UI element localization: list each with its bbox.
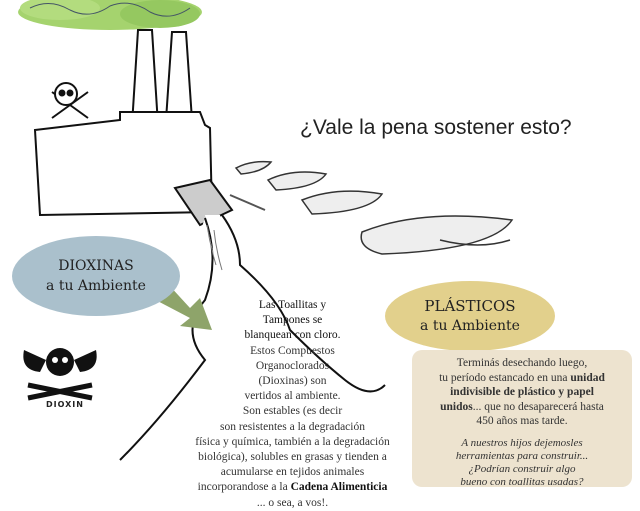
closing-question: A nuestros hijos dejemosles herramientas… (412, 437, 632, 489)
headline-question: ¿Vale la pena sostener esto? (300, 116, 572, 139)
dioxinas-title: DIOXINAS (58, 258, 134, 274)
skull-crossbones-icon (51, 82, 89, 119)
dioxinas-bubble: DIOXINAS a tu Ambiente (12, 236, 180, 316)
plasticos-subtitle: a tu Ambiente (420, 318, 520, 334)
emphasis: indivisible de plástico y papel (450, 386, 594, 399)
text-line: física y química, también a la degradaci… (195, 435, 390, 448)
text-line: incorporandose a la Cadena Alimenticia (173, 480, 412, 495)
factory-building (33, 111, 266, 227)
text-line: indivisible de plástico y papel (412, 385, 632, 400)
dioxinas-subtitle: a tu Ambiente (46, 278, 146, 294)
text-line: unidos... que no desaparecerá hasta (412, 400, 632, 415)
text-span: ... que no desaparecerá hasta (472, 400, 604, 413)
text-line: Terminás desechando luego, (456, 357, 588, 369)
text-line: acumularse en tejidos animales (220, 466, 365, 479)
text-line: bueno con toallitas usadas? (460, 475, 584, 488)
plastic-info-box: Terminás desechando luego, tu período es… (412, 350, 632, 489)
text-line: tu período estancado en una unidad (412, 371, 632, 386)
dioxin-logo-label: DIOXIN (46, 400, 84, 409)
text-line: Organoclorados (255, 359, 330, 372)
emphasis: unidad (570, 371, 605, 384)
text-line: blanquean con cloro. (244, 329, 341, 342)
plasticos-bubble: PLÁSTICOS a tu Ambiente (385, 281, 555, 351)
text-line: herramientas para construir... (455, 449, 589, 462)
text-line: ... o sea, a vos!. (256, 496, 329, 509)
dioxin-logo (23, 348, 97, 401)
flying-pads (234, 160, 514, 255)
text-line: A nuestros hijos dejemosles (461, 436, 583, 449)
chimneys (130, 29, 194, 126)
text-line: biológica), solubles en grasas y tienden… (198, 451, 387, 464)
waste-stream (119, 214, 400, 461)
emphasis: unidos (440, 400, 473, 413)
text-line: ¿Podrían construir algo (468, 462, 576, 475)
text-line: vertidos al ambiente. (244, 390, 341, 403)
plasticos-title: PLÁSTICOS (424, 297, 516, 315)
text-line: Son estables (es decir (242, 405, 343, 418)
text-line: 450 años mas tarde. (476, 415, 568, 428)
text-span: incorporandose a la (197, 481, 291, 494)
text-line: Estos Compuestos (250, 344, 335, 357)
dioxin-explanation: Las Toallitas y Tampones se blanquean co… (185, 298, 400, 511)
text-line: son resistentes a la degradación (220, 420, 365, 433)
smoke-cloud (18, 0, 202, 30)
food-chain-emphasis: Cadena Alimenticia (290, 481, 388, 494)
text-line: Tampones se (262, 314, 323, 327)
text-line: (Dioxinas) son (258, 375, 327, 388)
text-span: tu período estancado en una (439, 371, 571, 384)
text-line: Las Toallitas y (258, 299, 327, 311)
